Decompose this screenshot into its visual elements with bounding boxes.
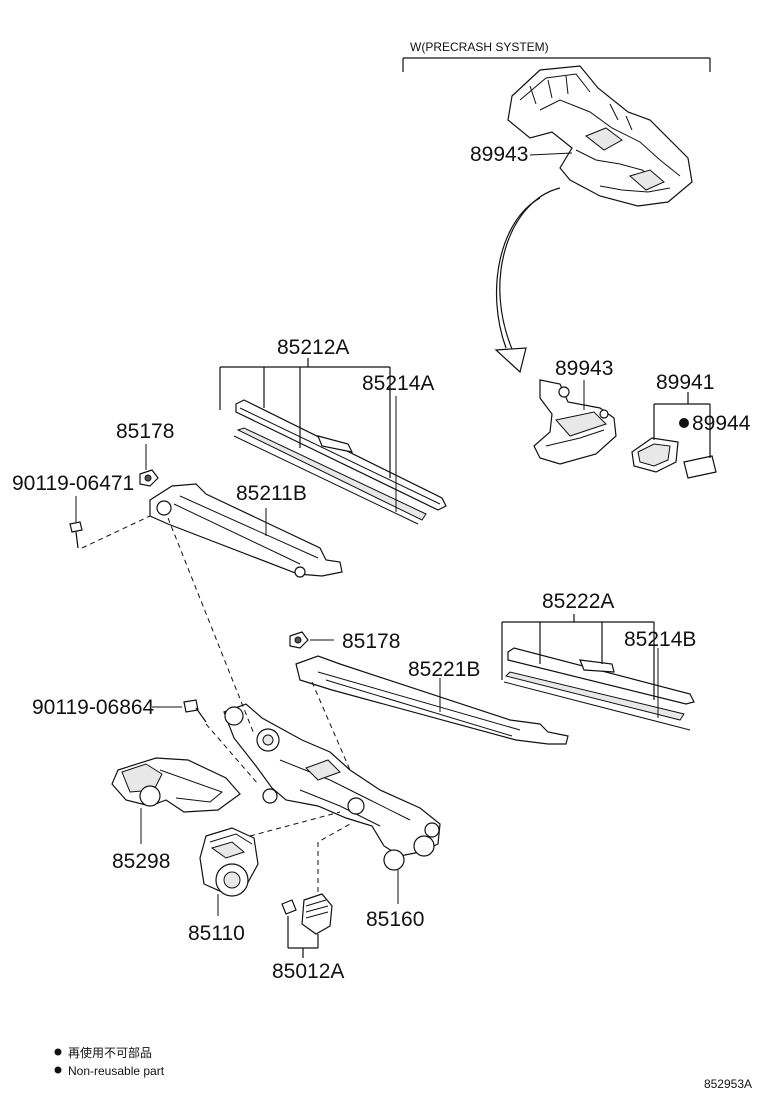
bracket-89941 [653, 392, 711, 458]
part-label-89943-bottom: 89943 [555, 357, 613, 380]
wiper-motor-85110-drawing [199, 827, 259, 897]
part-label-90119-06471: 90119-06471 [12, 472, 134, 495]
part-label-90119-06864: 90119-06864 [32, 696, 155, 719]
part-label-89944: 89944 [692, 412, 751, 435]
legend-jp: 再使用不可部品 [68, 1045, 152, 1060]
dash-90119-06864 [205, 723, 259, 785]
pivot-kit-85012A-drawing [281, 893, 333, 935]
part-label-85222A: 85222A [542, 590, 614, 613]
bolt-90119-06864-drawing [183, 699, 207, 723]
part-label-85214B: 85214B [624, 628, 696, 651]
linkage-85160-drawing [223, 703, 441, 871]
part-label-85298: 85298 [112, 850, 170, 873]
curved-arrow-icon [494, 187, 561, 374]
non-reusable-bullet-icon [679, 418, 689, 428]
sensor-cover-89943-drawing [507, 65, 693, 207]
part-label-89943-top: 89943 [470, 143, 528, 166]
legend-en: Non-reusable part [68, 1064, 165, 1078]
part-label-85221B: 85221B [408, 658, 480, 681]
part-label-85110: 85110 [188, 922, 245, 945]
dash-arm2-to-linkage [311, 681, 351, 771]
part-label-85178-top: 85178 [116, 420, 174, 443]
precrash-system-label: W(PRECRASH SYSTEM) [410, 40, 549, 54]
motor-bracket-85298-drawing [111, 757, 241, 813]
part-label-85012A: 85012A [272, 960, 344, 983]
leader-89943-top [529, 152, 573, 156]
part-label-85178-mid: 85178 [342, 630, 400, 653]
dash-pivot-to-linkage [317, 823, 351, 892]
nut-85178-mid-drawing [289, 631, 309, 649]
dash-arm-to-linkage [167, 517, 255, 735]
part-label-89941: 89941 [656, 371, 714, 394]
part-label-85214A: 85214A [362, 372, 434, 395]
sensor-pad-89941-drawing [631, 437, 717, 479]
wiper-blade-85212A-drawing [233, 399, 447, 525]
figure-id: 852953A [704, 1077, 752, 1091]
bolt-90119-06471-drawing [69, 521, 83, 549]
dash-motor-to-linkage [249, 811, 341, 837]
precrash-bracket [402, 57, 711, 72]
part-label-85212A: 85212A [277, 336, 349, 359]
part-label-85160: 85160 [366, 908, 424, 931]
sensor-bracket-89943-drawing [533, 379, 617, 465]
bracket-85222A [501, 614, 655, 700]
bracket-85012A [287, 916, 319, 958]
part-label-85211B: 85211B [236, 482, 307, 505]
nut-85178-top-drawing [139, 469, 159, 487]
bracket-85212A [219, 358, 391, 478]
dash-90119-06471 [81, 515, 151, 549]
wiper-arm-85211B-drawing [149, 483, 343, 578]
legend-bullet-en-icon [54, 1066, 62, 1074]
wiper-arm-85221B-drawing [295, 655, 569, 745]
wiper-blade-85222A-drawing [503, 647, 695, 731]
legend-bullet-jp-icon [54, 1048, 62, 1056]
